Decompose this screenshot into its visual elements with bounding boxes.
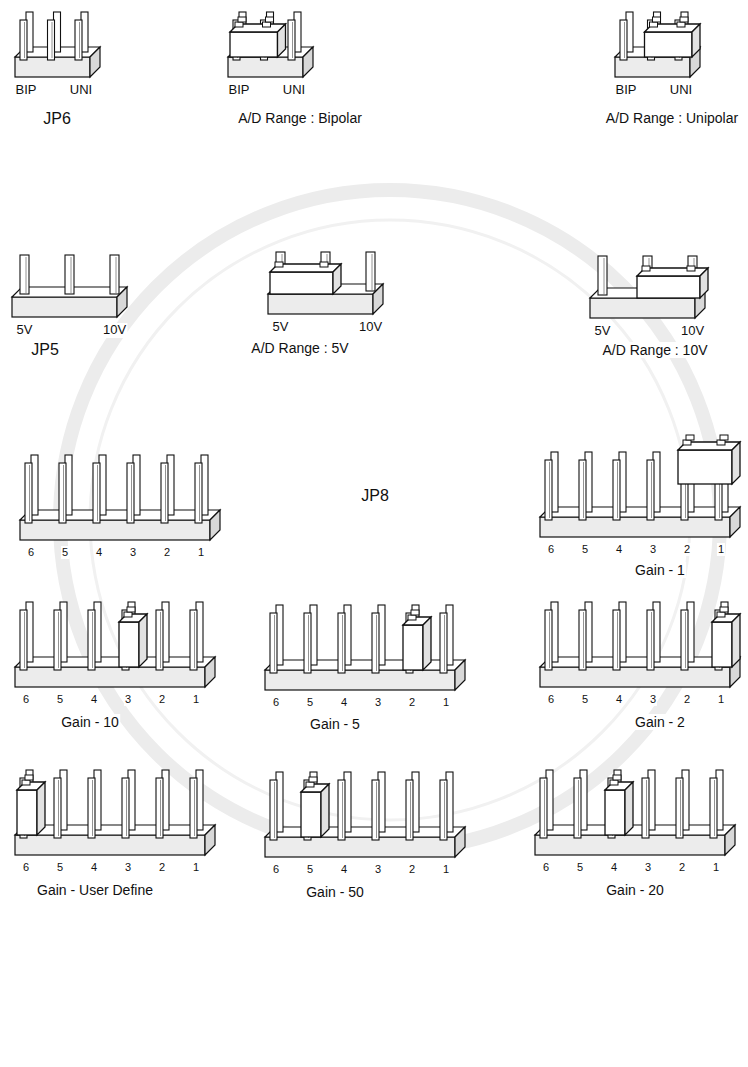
pin-number: 3 (374, 863, 382, 876)
pin-number: 4 (615, 543, 623, 556)
setting-caption: A/D Range : 5V (250, 340, 349, 356)
jumper-header (15, 12, 100, 77)
jumper-pin-label: BIP (228, 83, 251, 98)
setting-caption: Gain - 50 (305, 884, 365, 900)
jumper-header (15, 770, 215, 855)
pin-number: 1 (192, 861, 200, 874)
pin-number: 3 (374, 696, 382, 709)
setting-caption: Gain - 1 (634, 562, 686, 578)
jumper-header (615, 12, 700, 77)
pin-number: 2 (158, 861, 166, 874)
jumper-pin-label: UNI (69, 83, 93, 98)
pin-number: 4 (90, 861, 98, 874)
pin-number: 3 (644, 861, 652, 874)
jumper-header (228, 12, 313, 77)
pin-number: 1 (717, 693, 725, 706)
pin-number: 5 (306, 863, 314, 876)
jumper-name: JP8 (360, 487, 390, 505)
setting-caption: Gain - 2 (634, 714, 686, 730)
jumper-pin-label: 10V (358, 320, 383, 335)
jumper-pin-label: 10V (102, 323, 127, 338)
setting-caption: Gain - User Define (36, 882, 154, 898)
pin-number: 5 (576, 861, 584, 874)
pin-number: 6 (22, 861, 30, 874)
setting-caption: Gain - 10 (60, 714, 120, 730)
jumper-pin-label: 5V (272, 320, 290, 335)
pin-number: 1 (192, 693, 200, 706)
pin-number: 5 (56, 693, 64, 706)
jumper-header (15, 602, 215, 687)
pin-number: 4 (610, 861, 618, 874)
pin-number: 4 (95, 546, 103, 559)
jumper-header (12, 255, 127, 317)
jumper-header (535, 770, 735, 855)
setting-caption: A/D Range : Bipolar (237, 110, 363, 126)
pin-number: 5 (581, 543, 589, 556)
pin-number: 6 (272, 696, 280, 709)
pin-number: 4 (340, 863, 348, 876)
pin-number: 5 (56, 861, 64, 874)
pin-number: 4 (90, 693, 98, 706)
pin-number: 1 (442, 696, 450, 709)
pin-number: 1 (197, 546, 205, 559)
jumper-header (265, 772, 465, 857)
pin-number: 2 (678, 861, 686, 874)
pin-number: 4 (340, 696, 348, 709)
pin-number: 1 (717, 543, 725, 556)
pin-number: 5 (581, 693, 589, 706)
jumper-name: JP5 (30, 341, 60, 359)
pin-number: 3 (649, 693, 657, 706)
pin-number: 2 (683, 543, 691, 556)
pin-number: 4 (615, 693, 623, 706)
jumper-pin-label: UNI (282, 83, 306, 98)
setting-caption: Gain - 5 (309, 716, 361, 732)
jumper-header (265, 605, 465, 690)
jumper-pin-label: 10V (680, 324, 705, 339)
setting-caption: A/D Range : 10V (601, 342, 708, 358)
jumper-pin-label: 5V (16, 323, 34, 338)
pin-number: 6 (542, 861, 550, 874)
jumper-name: JP6 (42, 110, 72, 128)
pin-number: 6 (547, 693, 555, 706)
pin-number: 6 (27, 546, 35, 559)
pin-number: 6 (22, 693, 30, 706)
jumper-header (540, 602, 740, 687)
pin-number: 1 (712, 861, 720, 874)
pin-number: 1 (442, 863, 450, 876)
setting-caption: A/D Range : Unipolar (605, 110, 739, 126)
jumper-header (20, 455, 220, 540)
jumper-pin-label: 5V (594, 324, 612, 339)
pin-number: 2 (408, 863, 416, 876)
pin-number: 3 (649, 543, 657, 556)
pin-number: 6 (272, 863, 280, 876)
jumper-header (268, 252, 383, 314)
jumper-pin-label: BIP (615, 83, 638, 98)
pin-number: 2 (683, 693, 691, 706)
pin-number: 6 (547, 543, 555, 556)
pin-number: 5 (306, 696, 314, 709)
pin-number: 5 (61, 546, 69, 559)
pin-number: 2 (158, 693, 166, 706)
pin-number: 2 (163, 546, 171, 559)
pin-number: 3 (129, 546, 137, 559)
pin-number: 3 (124, 693, 132, 706)
jumper-pin-label: UNI (669, 83, 693, 98)
jumper-pin-label: BIP (15, 83, 38, 98)
jumper-header (590, 256, 708, 318)
pin-number: 2 (408, 696, 416, 709)
pin-number: 3 (124, 861, 132, 874)
jumper-header (540, 435, 740, 537)
setting-caption: Gain - 20 (605, 882, 665, 898)
